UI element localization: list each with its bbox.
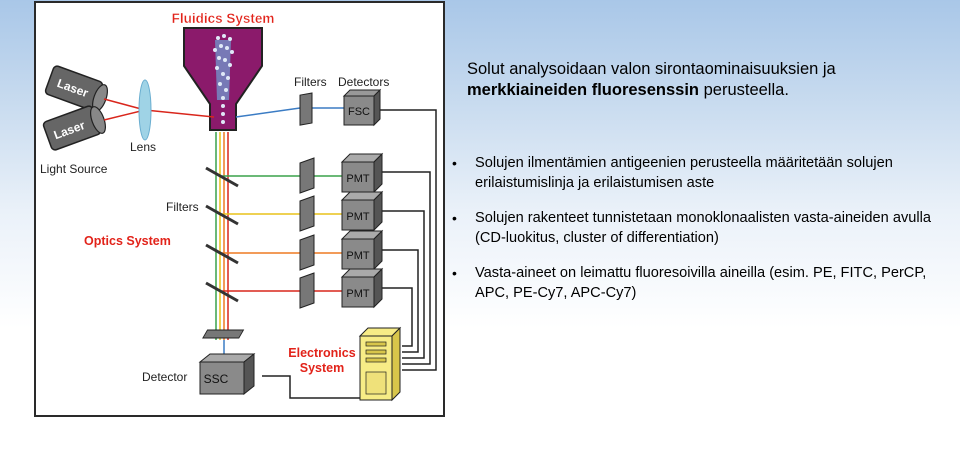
laser-1: Laser <box>44 65 108 112</box>
intro-end: perusteella. <box>699 81 789 99</box>
intro-line1: Solut analysoidaan valon sirontaominaisu… <box>467 60 836 78</box>
pmt-detector-2: PMT <box>340 190 384 232</box>
svg-text:PMT: PMT <box>346 288 370 300</box>
bullet-icon: • <box>452 210 457 226</box>
optics-title: Optics System <box>84 234 171 248</box>
laser-2: Laser <box>42 105 106 151</box>
bullet-icon: • <box>452 155 457 171</box>
filters-side-label: Filters <box>166 200 199 214</box>
bullet-item: •Solujen ilmentämien antigeenien peruste… <box>452 155 893 191</box>
fsc-detector: FSC <box>342 88 382 127</box>
detectors-label: Detectors <box>338 75 389 89</box>
svg-text:PMT: PMT <box>346 173 370 185</box>
filters-top-label: Filters <box>294 75 327 89</box>
detector-label: Detector <box>142 370 187 384</box>
svg-text:SSC: SSC <box>204 372 229 386</box>
lens-label: Lens <box>130 140 156 154</box>
bullet-item: •Solujen rakenteet tunnistetaan monoklon… <box>452 210 931 246</box>
svg-text:PMT: PMT <box>346 250 370 262</box>
intro-paragraph: Solut analysoidaan valon sirontaominaisu… <box>467 59 947 101</box>
svg-text:PMT: PMT <box>346 211 370 223</box>
flow-cytometry-diagram: Fluidics System Laser Laser Light Source… <box>34 1 445 417</box>
computer-tower <box>358 326 402 402</box>
fsc-filter <box>299 92 313 126</box>
pmt-filters <box>299 157 315 309</box>
fluidics-title: Fluidics System <box>172 11 275 26</box>
pmt-detector-1: PMT <box>340 152 384 194</box>
ssc-filter <box>202 329 245 339</box>
fluidics-funnel <box>183 27 263 131</box>
pmt-detector-3: PMT <box>340 229 384 271</box>
bullet-icon: • <box>452 265 457 281</box>
pmt-detector-4: PMT <box>340 267 384 309</box>
electronics-title-line2: System <box>300 361 344 375</box>
lens <box>138 79 152 141</box>
ssc-detector: SSC <box>198 352 256 396</box>
bullet-item: •Vasta-aineet on leimattu fluoresoivilla… <box>452 265 927 301</box>
intro-bold: merkkiaineiden fluoresenssin <box>467 81 700 99</box>
dichroic-filters <box>205 166 239 303</box>
electronics-title-line1: Electronics <box>288 346 355 360</box>
signal-cables <box>262 109 437 399</box>
light-source-label: Light Source <box>40 162 108 176</box>
bullet-list: •Solujen ilmentämien antigeenien peruste… <box>452 153 955 318</box>
svg-text:FSC: FSC <box>348 106 370 118</box>
emission-beams <box>215 132 342 356</box>
